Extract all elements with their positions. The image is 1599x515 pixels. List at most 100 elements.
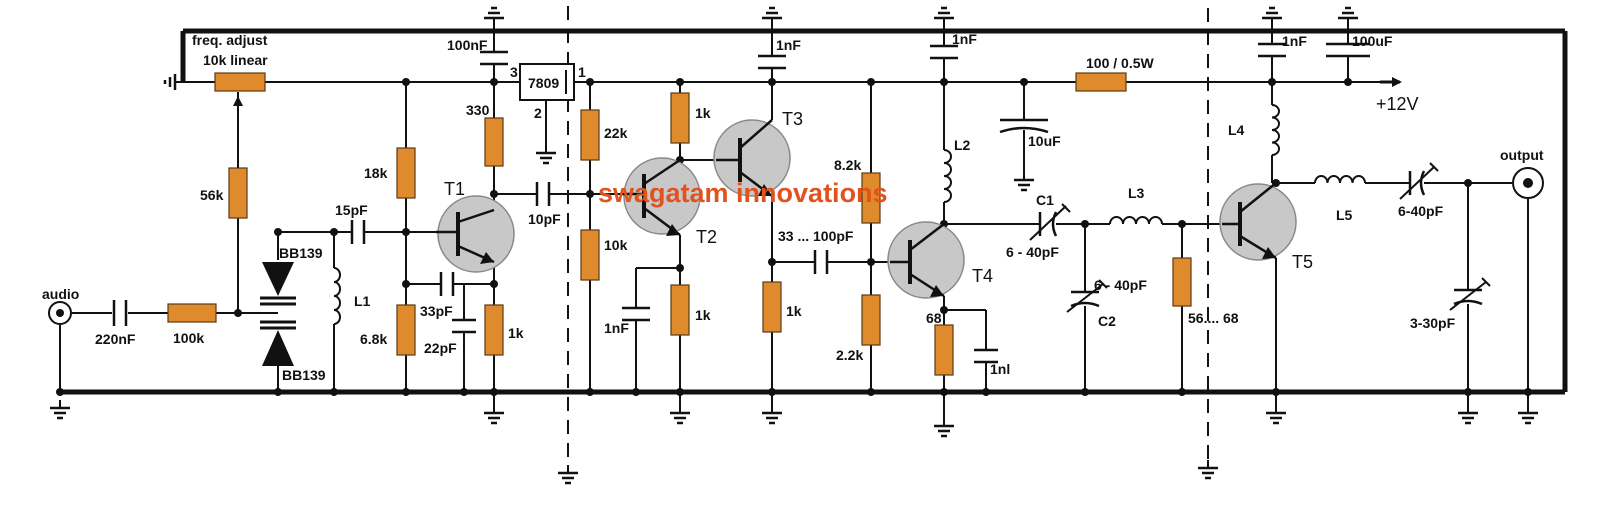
- label-l1: L1: [354, 293, 371, 309]
- label-bb139-bottom: BB139: [282, 367, 326, 383]
- label-l4: L4: [1228, 122, 1245, 138]
- resistor-8k2: [861, 172, 881, 224]
- resistor-1k-t3e: [762, 281, 782, 333]
- label-56k: 56k: [200, 187, 224, 203]
- label-2k2: 2.2k: [836, 347, 863, 363]
- resistor-10k: [580, 229, 600, 281]
- label-18k: 18k: [364, 165, 388, 181]
- resistor-330: [484, 117, 504, 167]
- resistor-1k-t1: [484, 304, 504, 356]
- label-output: output: [1500, 147, 1544, 163]
- varicap-diodes: [260, 262, 296, 366]
- label-330: 330: [466, 102, 490, 118]
- label-10u: 10uF: [1028, 133, 1061, 149]
- audio-jack: [48, 301, 72, 325]
- label-100k: 100k: [173, 330, 204, 346]
- resistor-6k8: [396, 304, 416, 356]
- label-10k: 10k: [604, 237, 628, 253]
- resistor-18k: [396, 147, 416, 199]
- output-jack: [1512, 167, 1544, 199]
- inductor-l4: [1271, 104, 1280, 156]
- inductor-l1: [333, 267, 341, 325]
- label-6k8: 6.8k: [360, 331, 387, 347]
- resistor-pot: [214, 72, 266, 92]
- label-100n: 100nF: [447, 37, 488, 53]
- label-22p: 22pF: [424, 340, 457, 356]
- regulator-name: 7809: [528, 75, 559, 91]
- resistor-100: [1075, 72, 1127, 92]
- label-68: 68: [926, 310, 942, 326]
- label-100u: 100uF: [1352, 33, 1393, 49]
- transistor-t1: [436, 195, 515, 273]
- label-audio: audio: [42, 286, 79, 302]
- inductor-l3: [1109, 216, 1163, 225]
- regulator-pin-out: 1: [578, 64, 586, 80]
- transistor-t2: [620, 157, 701, 236]
- label-pot: 10k linear: [203, 52, 268, 68]
- resistor-2k2: [861, 294, 881, 346]
- transistor-t4: [887, 221, 965, 299]
- inductor-l2: [943, 149, 952, 203]
- junctions: [56, 78, 1532, 396]
- label-6-40p: 6-40pF: [1398, 203, 1444, 219]
- label-c2-value: 6 - 40pF: [1094, 277, 1147, 293]
- label-l5: L5: [1336, 207, 1353, 223]
- regulator-labels: 7809 3 1 2: [510, 64, 586, 121]
- label-1n-t5: 1nF: [1282, 33, 1307, 49]
- resistors: [167, 72, 1192, 376]
- inductor-l5: [1314, 175, 1366, 184]
- label-t5: T5: [1292, 252, 1313, 272]
- label-15p: 15pF: [335, 202, 368, 218]
- regulator-pin-in: 3: [510, 64, 518, 80]
- transistor-t5: [1219, 182, 1297, 261]
- label-t2: T2: [696, 227, 717, 247]
- resistor-56k: [228, 167, 248, 219]
- inductors: [333, 104, 1366, 325]
- label-c1-value: 6 - 40pF: [1006, 244, 1059, 260]
- capacitors: [112, 42, 1370, 364]
- label-56-68: 56.... 68: [1188, 310, 1239, 326]
- label-22k: 22k: [604, 125, 628, 141]
- label-220n: 220nF: [95, 331, 136, 347]
- resistor-68: [934, 324, 954, 376]
- resistor-22k: [580, 109, 600, 161]
- label-1n-t3: 1nF: [776, 37, 801, 53]
- label-bb139-top: BB139: [279, 245, 323, 261]
- label-1k-t2e: 1k: [695, 307, 711, 323]
- label-100-05w: 100 / 0.5W: [1086, 55, 1154, 71]
- label-33-100p: 33 ... 100pF: [778, 228, 854, 244]
- label-l3: L3: [1128, 185, 1145, 201]
- label-l2: L2: [954, 137, 971, 153]
- label-1k-t1: 1k: [508, 325, 524, 341]
- regulator-7809: [519, 63, 575, 101]
- transistor-labels: T1 T2 T3 T4 T5: [444, 109, 1313, 286]
- label-supply: +12V: [1376, 94, 1419, 114]
- label-1n-t4top: 1nF: [952, 31, 977, 47]
- transistors: [436, 119, 1297, 299]
- label-1k-top: 1k: [695, 105, 711, 121]
- port-labels: audio output +12V: [42, 94, 1544, 302]
- transistor-t3: [713, 119, 791, 197]
- label-10p: 10pF: [528, 211, 561, 227]
- label-3-30p: 3-30pF: [1410, 315, 1456, 331]
- resistor-1k-top: [670, 92, 690, 144]
- label-c1: C1: [1036, 192, 1054, 208]
- label-33p: 33pF: [420, 303, 453, 319]
- resistor-56-68: [1172, 257, 1192, 307]
- label-1n-t2: 1nF: [604, 320, 629, 336]
- label-1n-t4e: 1nl: [990, 361, 1010, 377]
- label-t3: T3: [782, 109, 803, 129]
- trimmer-capacitors: [1029, 162, 1491, 313]
- ground-symbols: [48, 6, 1540, 438]
- label-t1: T1: [444, 179, 465, 199]
- watermark: swagatam innovations: [598, 178, 888, 208]
- component-labels: freq. adjust 10k linear 56k 220nF 100k B…: [95, 31, 1456, 383]
- label-t4: T4: [972, 266, 993, 286]
- connectors: [48, 167, 1544, 325]
- resistor-100k: [167, 303, 217, 323]
- label-freq-adjust: freq. adjust: [192, 32, 268, 48]
- label-1k-t3e: 1k: [786, 303, 802, 319]
- supply-rails: [60, 28, 1568, 395]
- resistor-1k-t2e: [670, 284, 690, 336]
